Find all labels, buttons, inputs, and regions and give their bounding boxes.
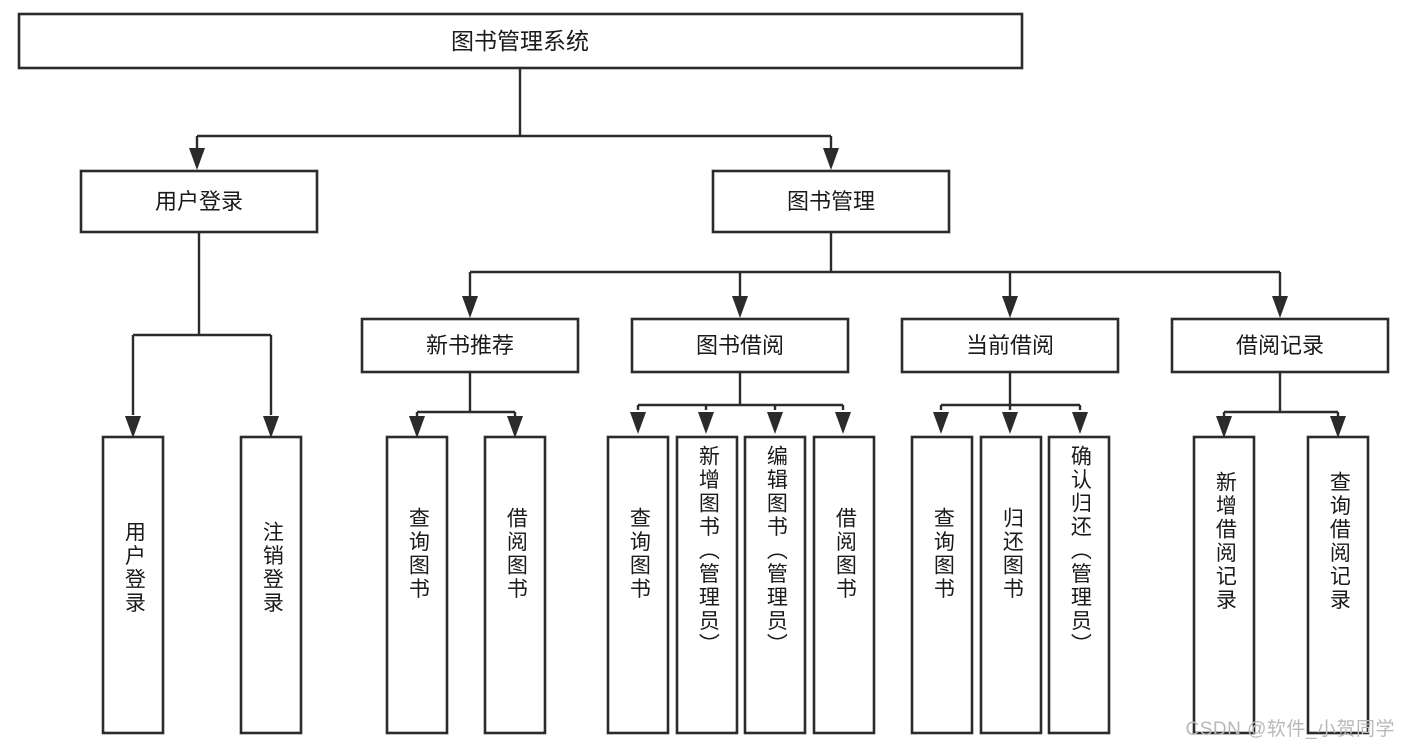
arrow-to-borrow-record [1272, 296, 1288, 318]
leaf-box-borrow-book-2[interactable] [812, 435, 876, 735]
leaf-box-edit-book-admin[interactable] [743, 435, 807, 735]
arrow-to-leaf-borrow-book-1 [507, 416, 523, 438]
arrow-to-leaf-borrow-book-2 [835, 412, 851, 434]
arrow-to-leaf-confirm-return-admin [1072, 412, 1088, 434]
arrow-to-leaf-edit-book-admin [767, 412, 783, 434]
arrow-to-leaf-query-borrow-record [1330, 416, 1346, 438]
leaf-box-query-book-1[interactable] [385, 435, 449, 735]
leaf-box-return-book[interactable] [979, 435, 1043, 735]
node-root-label: 图书管理系统 [451, 28, 589, 54]
node-user-login-label: 用户登录 [155, 189, 243, 214]
node-book-management[interactable] [711, 169, 951, 234]
node-current-borrow[interactable] [900, 317, 1120, 374]
node-book-borrow-label: 图书借阅 [696, 333, 784, 358]
leaf-box-user-login[interactable] [101, 435, 165, 735]
arrow-to-leaf-add-book-admin [698, 412, 714, 434]
watermark-text: CSDN @软件_小贺同学 [1185, 719, 1395, 740]
node-book-borrow[interactable] [630, 317, 850, 374]
arrow-to-current-borrow [1002, 296, 1018, 318]
leaf-box-logout-login[interactable] [239, 435, 303, 735]
node-book-management-label: 图书管理 [787, 189, 875, 214]
arrow-to-leaf-logout-login [263, 416, 279, 438]
leaf-box-confirm-return-admin[interactable] [1047, 435, 1111, 735]
arrow-to-leaf-user-login [125, 416, 141, 438]
leaf-box-add-borrow-record[interactable] [1192, 435, 1256, 735]
arrow-to-leaf-query-book-3 [933, 412, 949, 434]
node-new-book-recommend-label: 新书推荐 [426, 333, 514, 358]
arrow-root-to-book-management [823, 148, 839, 170]
node-new-book-recommend[interactable] [360, 317, 580, 374]
arrow-to-leaf-query-book-1 [409, 416, 425, 438]
arrow-to-leaf-query-book-2 [630, 412, 646, 434]
leaf-box-query-book-2[interactable] [606, 435, 670, 735]
arrow-to-new-book-recommend [462, 296, 478, 318]
leaf-box-query-book-3[interactable] [910, 435, 974, 735]
arrow-to-leaf-return-book [1002, 412, 1018, 434]
arrow-to-book-borrow [732, 296, 748, 318]
leaf-box-borrow-book-1[interactable] [483, 435, 547, 735]
arrow-to-leaf-add-borrow-record [1216, 416, 1232, 438]
node-current-borrow-label: 当前借阅 [966, 333, 1054, 358]
node-root-book-management-system[interactable] [17, 12, 1024, 70]
leaf-box-add-book-admin[interactable] [675, 435, 739, 735]
leaf-box-query-borrow-record[interactable] [1306, 435, 1370, 735]
node-borrow-record[interactable] [1170, 317, 1390, 374]
node-borrow-record-label: 借阅记录 [1236, 333, 1324, 358]
arrow-root-to-user-login [189, 148, 205, 170]
